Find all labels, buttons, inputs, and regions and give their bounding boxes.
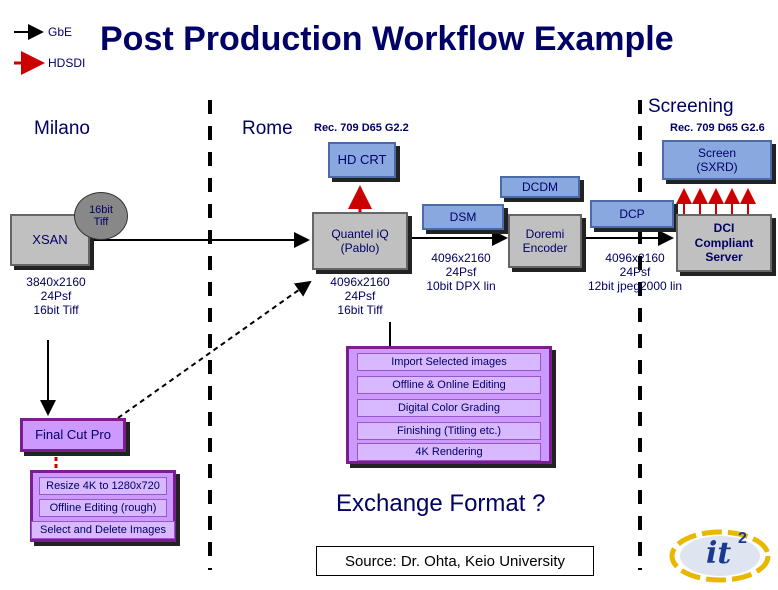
arrow-finalcut-to-quantel	[117, 280, 312, 419]
edit-step: 4K Rendering	[357, 443, 541, 461]
hd-crt-label: HD CRT	[337, 152, 387, 168]
doremi-label: Doremi Encoder	[522, 226, 568, 255]
doremi-box: Doremi Encoder	[508, 214, 582, 268]
editing-steps-box: Import Selected images Offline & Online …	[346, 346, 552, 464]
logo-text: it	[706, 536, 732, 571]
screen-sxrd-label: Screen (SXRD)	[696, 145, 738, 174]
quantel-label: Quantel iQ (Pablo)	[331, 226, 389, 255]
final-cut-label: Final Cut Pro	[35, 427, 111, 443]
dcp-label: DCP	[619, 206, 645, 221]
dci-server-box: DCI Compliant Server	[676, 214, 772, 272]
it2-logo: it 2	[668, 524, 772, 586]
dcp-spec: 4096x2160 24Psf 12bit jpeg2000 lin	[574, 251, 696, 293]
final-cut-box: Final Cut Pro	[20, 418, 126, 452]
legend-gbe-label: GbE	[48, 25, 73, 39]
tiff-bubble: 16bit Tiff	[74, 192, 128, 240]
tiff-bubble-label: 16bit Tiff	[89, 203, 113, 228]
edit-step: Digital Color Grading	[357, 399, 541, 417]
dci-server-label: DCI Compliant Server	[694, 221, 754, 265]
quantel-spec-line: 4096x2160	[330, 275, 390, 289]
resize-step: Offline Editing (rough)	[39, 499, 167, 517]
resize-step: Resize 4K to 1280x720	[39, 477, 167, 495]
quantel-spec: 4096x2160 24Psf 16bit Tiff	[312, 275, 408, 317]
rec-left-label: Rec. 709 D65 G2.2	[314, 122, 409, 134]
dcdm-box: DCDM	[500, 176, 580, 198]
quantel-spec-line: 16bit Tiff	[337, 302, 383, 317]
edit-step: Import Selected images	[357, 353, 541, 371]
xsan-spec: 3840x2160 24Psf 16bit Tiff	[8, 275, 104, 317]
dsm-spec: 4096x2160 24Psf 10bit DPX lin	[414, 251, 508, 293]
dcp-spec-line: 4096x2160	[605, 251, 665, 265]
edit-step: Finishing (Titling etc.)	[357, 422, 541, 440]
edit-step: Offline & Online Editing	[357, 376, 541, 394]
dsm-spec-line: 4096x2160	[431, 251, 491, 265]
page-title: Post Production Workflow Example	[100, 20, 674, 58]
resize-steps-box: Resize 4K to 1280x720 Offline Editing (r…	[30, 470, 176, 542]
section-screening: Screening	[648, 96, 734, 117]
exchange-format-label: Exchange Format ?	[336, 490, 546, 517]
it2-logo-icon	[669, 529, 771, 583]
logo-superscript: 2	[738, 530, 747, 547]
source-caption: Source: Dr. Ohta, Keio University	[316, 546, 594, 576]
xsan-spec-line: 3840x2160	[26, 275, 86, 289]
quantel-spec-line: 24Psf	[344, 288, 376, 303]
xsan-box: XSAN	[10, 214, 90, 266]
rec-right-label: Rec. 709 D65 G2.6	[670, 122, 765, 134]
source-text: Source: Dr. Ohta, Keio University	[344, 552, 566, 570]
xsan-spec-line: 24Psf	[40, 288, 72, 303]
xsan-label: XSAN	[32, 232, 68, 248]
dcp-spec-line: 24Psf	[619, 264, 651, 279]
resize-step: Select and Delete Images	[31, 521, 175, 539]
dcp-box: DCP	[590, 200, 674, 228]
dsm-box: DSM	[422, 204, 504, 230]
dsm-spec-line: 10bit DPX lin	[426, 278, 496, 293]
dcp-spec-line: 12bit jpeg2000 lin	[587, 278, 683, 293]
dsm-label: DSM	[449, 209, 477, 224]
quantel-box: Quantel iQ (Pablo)	[312, 212, 408, 270]
hd-crt-box: HD CRT	[328, 142, 396, 178]
dcdm-label: DCDM	[522, 179, 558, 194]
dsm-spec-line: 24Psf	[445, 264, 477, 279]
city-rome: Rome	[242, 118, 293, 139]
legend-hdsdi-label: HDSDI	[48, 56, 86, 70]
screen-sxrd-box: Screen (SXRD)	[662, 140, 772, 180]
xsan-spec-line: 16bit Tiff	[33, 302, 79, 317]
city-milano: Milano	[34, 118, 90, 139]
